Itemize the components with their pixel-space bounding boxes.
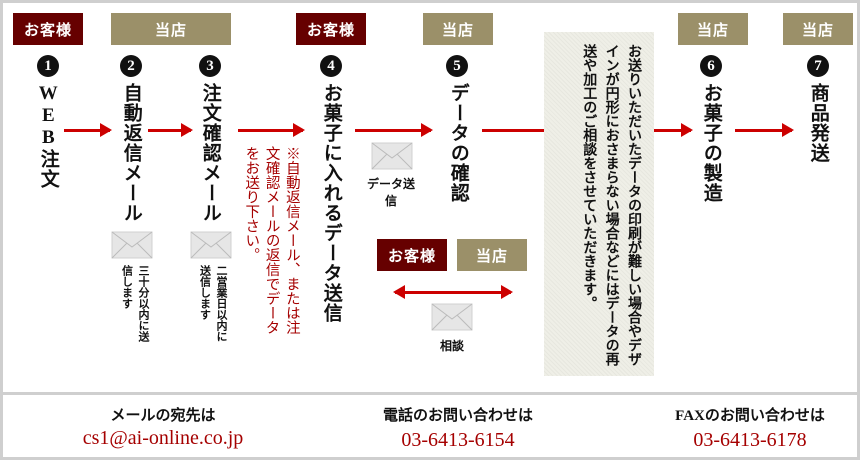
badge-shop: 当店 [457, 239, 527, 271]
badge-shop: 当店 [783, 13, 853, 45]
step-title-manufacture: お菓子の製造 [700, 83, 722, 203]
badge-shop: 当店 [423, 13, 493, 45]
double-arrow [393, 285, 513, 299]
step-note: 二営業日以内に送信します [198, 265, 228, 342]
step-title-web-order: WEB注文 [37, 83, 59, 189]
divider [3, 392, 860, 395]
connector-line [482, 129, 544, 132]
step-title-check-data: データの確認 [447, 83, 469, 203]
badge-customer: お客様 [13, 13, 83, 45]
arrow-right [654, 123, 693, 137]
step-note: 三十分以内に送信します [120, 265, 150, 342]
step-number: 3 [199, 55, 221, 77]
badge-shop: 当店 [678, 13, 748, 45]
step-number: 6 [700, 55, 722, 77]
consult-caption: 相談 [439, 339, 464, 353]
email-link[interactable]: cs1@ai-online.co.jp [82, 427, 244, 449]
fax-label: FAXのお問い合わせは [675, 408, 825, 424]
info-box-text: お送りいただいたデータの印刷が難しい場合やデザインが円形におさまらない場合などに… [581, 44, 641, 366]
step-number: 2 [120, 55, 142, 77]
email-label: メールの宛先は [110, 408, 216, 424]
data-send-caption: データ送信 [366, 177, 415, 208]
arrow-right [238, 123, 305, 137]
badge-customer: お客様 [296, 13, 366, 45]
step-number: 5 [446, 55, 468, 77]
envelope-icon [371, 142, 413, 170]
envelope-icon [431, 303, 473, 331]
badge-shop: 当店 [111, 13, 231, 45]
phone-number[interactable]: 03-6413-6154 [401, 429, 515, 451]
step-title-order-confirm: 注文確認メール [199, 83, 221, 223]
badge-customer: お客様 [377, 239, 447, 271]
step-title-send-data: お菓子に入れるデータ送信 [320, 83, 342, 323]
envelope-icon [111, 231, 153, 259]
envelope-icon [190, 231, 232, 259]
arrow-right [64, 123, 112, 137]
phone-label: 電話のお問い合わせは [382, 408, 533, 424]
info-box: お送りいただいたデータの印刷が難しい場合やデザインが円形におさまらない場合などに… [544, 32, 654, 376]
fax-number: 03-6413-6178 [693, 429, 807, 451]
step-title-ship: 商品発送 [807, 83, 829, 163]
step-number: 1 [37, 55, 59, 77]
step-title-auto-reply: 自動返信メール [120, 83, 142, 223]
send-data-note: ※自動返信メール、または注文確認メールの返信でデータをお送り下さい。 [243, 146, 300, 335]
arrow-right [355, 123, 433, 137]
arrow-right [735, 123, 794, 137]
step-number: 4 [320, 55, 342, 77]
arrow-right [148, 123, 193, 137]
step-number: 7 [807, 55, 829, 77]
